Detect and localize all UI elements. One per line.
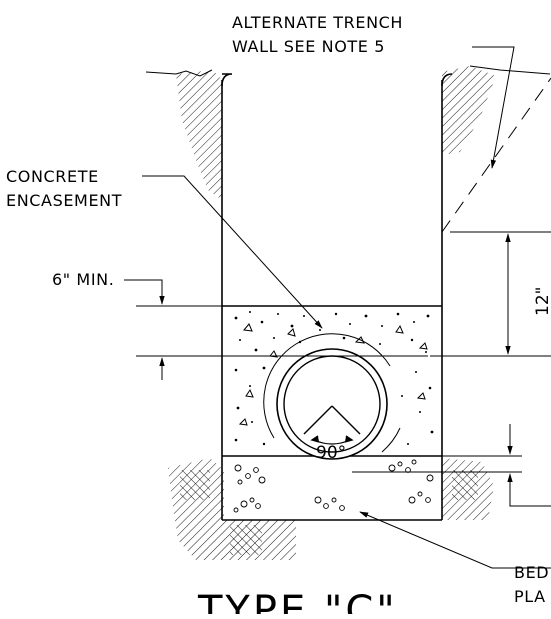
alternate-trench-label-1: ALTERNATE TRENCH	[232, 13, 403, 32]
concrete-label-1: CONCRETE	[6, 167, 99, 186]
bedding-label-2: PLA	[514, 587, 546, 606]
bedding-dimension	[352, 424, 551, 507]
angle-label: 90°	[316, 443, 346, 463]
bedding-gravel	[233, 459, 434, 513]
cover-dimension-label: 12"	[533, 287, 551, 316]
alternate-trench-label-2: WALL SEE NOTE 5	[232, 37, 385, 56]
concrete-label-2: ENCASEMENT	[6, 191, 122, 210]
soil-right-lower	[442, 458, 494, 520]
alternate-trench-wall-line	[441, 77, 551, 233]
trench-walls	[221, 73, 453, 521]
soil-left-lower	[168, 458, 296, 560]
cover-dimension	[430, 231, 551, 357]
leader-lines	[142, 46, 551, 569]
drawing-title: TYPE "C"	[197, 588, 398, 614]
pipe	[263, 333, 401, 460]
soil-left-upper	[175, 69, 222, 200]
angle-90-marker	[303, 405, 361, 445]
bedding-label-1: BED	[514, 563, 549, 582]
concrete-stipple	[234, 311, 434, 446]
soil-right-upper	[442, 65, 551, 155]
min-depth-label: 6" MIN.	[52, 270, 114, 289]
min-depth-dimension	[124, 279, 428, 380]
